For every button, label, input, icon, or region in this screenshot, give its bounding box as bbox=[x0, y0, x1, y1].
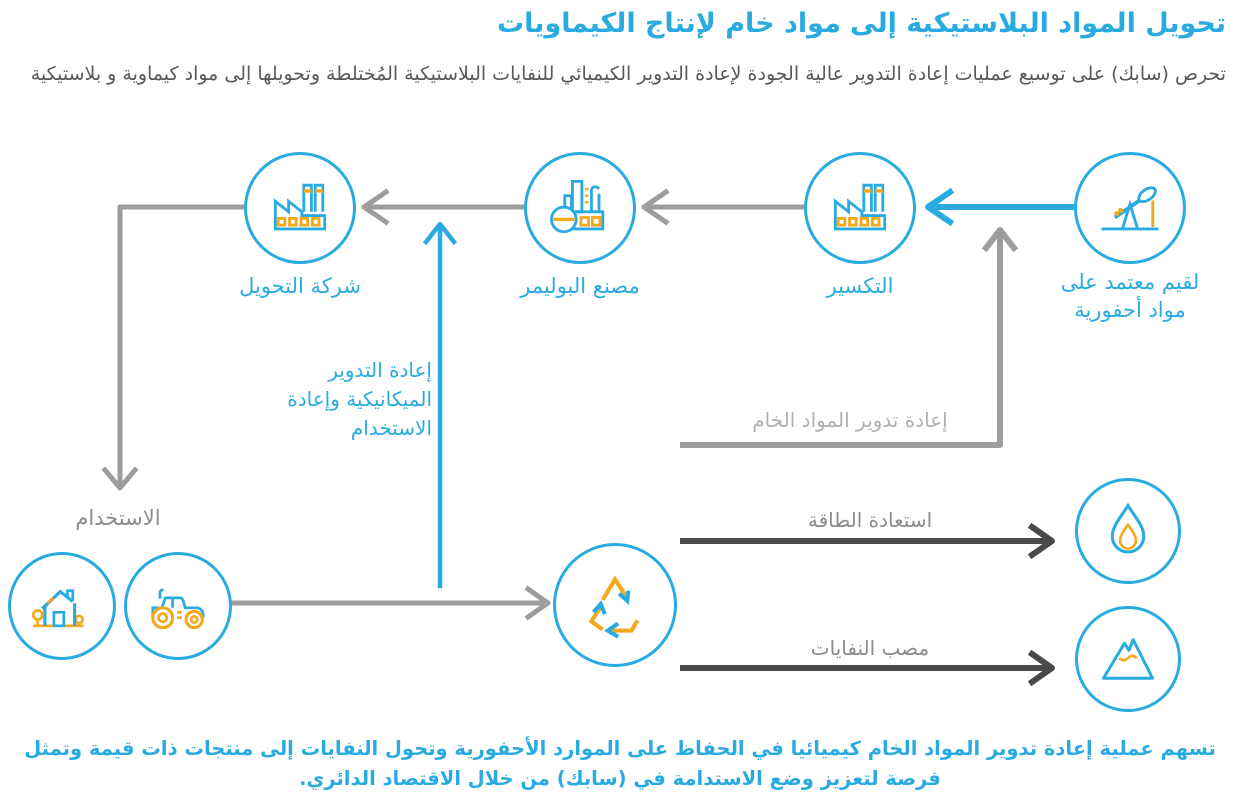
label-mechanical-recycling: إعادة التدوير الميكانيكية وإعادة الاستخد… bbox=[287, 358, 432, 440]
label-polymer-plant: مصنع البوليمر bbox=[520, 274, 640, 298]
label-feedstock-recycling: إعادة تدوير المواد الخام bbox=[752, 408, 948, 432]
label-cracking: التكسير bbox=[826, 274, 894, 298]
page-subtitle: تحرص (سابك) على توسيع عمليات إعادة التدو… bbox=[30, 63, 1226, 85]
house-icon bbox=[31, 589, 85, 628]
factory-icon bbox=[833, 183, 887, 231]
node-cracking bbox=[804, 152, 916, 264]
label-conversion-company: شركة التحويل bbox=[239, 274, 361, 298]
node-energy-recovery bbox=[1075, 478, 1181, 584]
node-use-home bbox=[8, 552, 116, 660]
node-fossil-feedstock bbox=[1074, 152, 1186, 264]
mountain-icon bbox=[1101, 638, 1155, 680]
node-landfill bbox=[1075, 606, 1181, 712]
arrow-polymer-to-conversion bbox=[361, 188, 525, 226]
oil-pumpjack-icon bbox=[1101, 186, 1159, 231]
arrow-fossil-to-cracking bbox=[925, 187, 1075, 227]
node-use-agriculture bbox=[124, 552, 232, 660]
refinery-icon bbox=[550, 179, 605, 234]
arrow-use-to-recycling bbox=[231, 585, 551, 621]
arrow-conversion-to-use bbox=[101, 204, 245, 491]
label-energy-recovery: استعادة الطاقة bbox=[807, 508, 933, 532]
flame-icon bbox=[1110, 502, 1146, 554]
arrow-cracking-to-polymer bbox=[641, 188, 805, 226]
label-landfill: مصب النفايات bbox=[810, 636, 930, 660]
node-polymer-plant bbox=[524, 152, 636, 264]
tractor-icon bbox=[151, 588, 205, 630]
factory-icon bbox=[273, 183, 327, 231]
label-fossil-feedstock: لقيم معتمد على مواد أحفورية bbox=[1060, 270, 1200, 323]
label-use: الاستخدام bbox=[75, 506, 161, 530]
footer-text: تسهم عملية إعادة تدوير المواد الخام كيمي… bbox=[24, 737, 1216, 791]
recycle-icon bbox=[588, 575, 640, 639]
node-conversion-company bbox=[244, 152, 356, 264]
node-recycling-loop bbox=[553, 543, 677, 667]
page-title: تحويل المواد البلاستيكية إلى مواد خام لإ… bbox=[497, 8, 1226, 39]
